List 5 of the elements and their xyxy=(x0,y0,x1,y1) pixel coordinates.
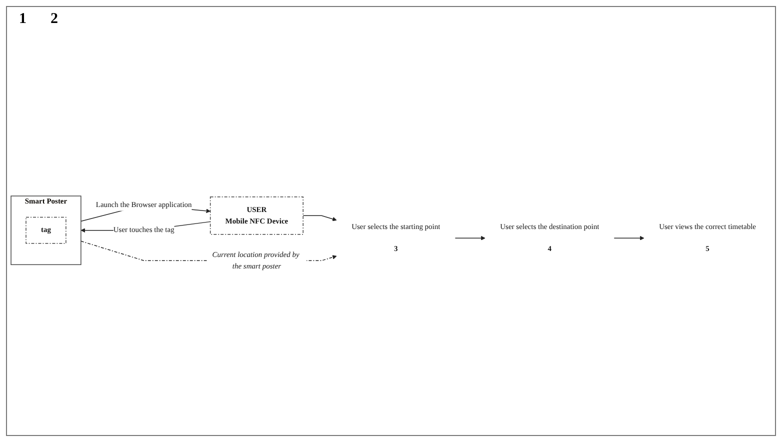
arrow xyxy=(454,236,486,240)
step-number: 2 xyxy=(50,11,58,28)
arrow xyxy=(614,236,644,240)
step-number: 1 xyxy=(19,11,26,28)
arrow xyxy=(302,214,337,221)
